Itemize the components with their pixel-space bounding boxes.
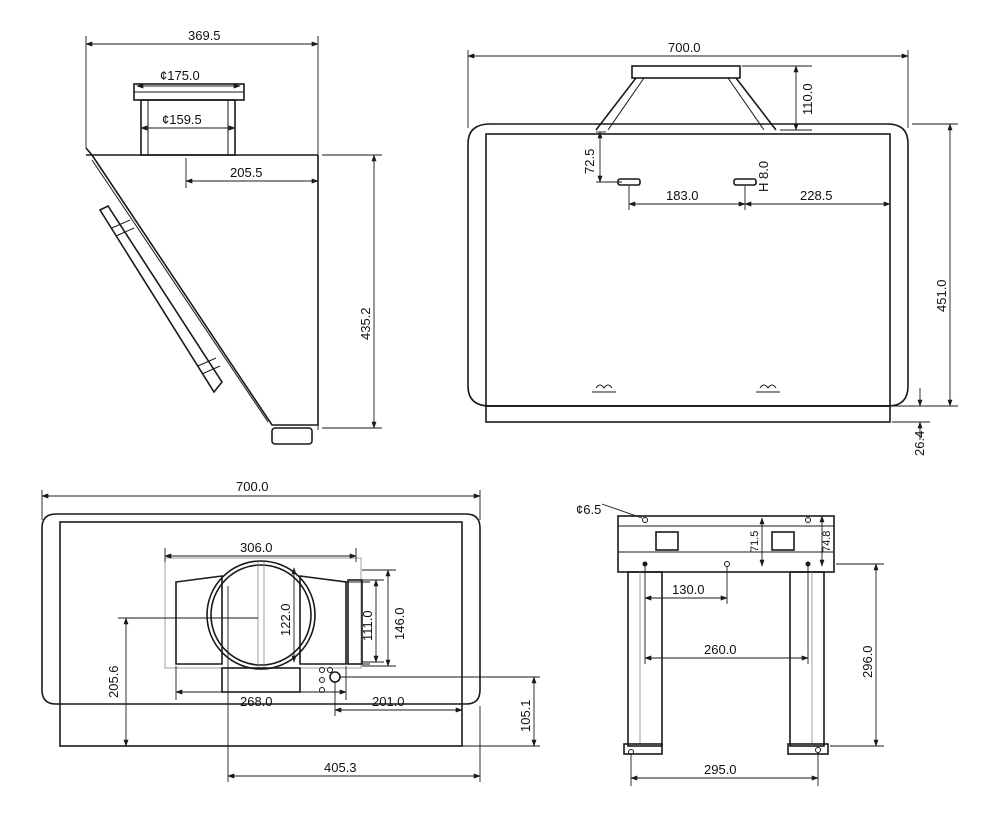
top-edge-offset-label: 205.6: [106, 665, 121, 698]
front-slot-spacing-label: 183.0: [666, 188, 699, 203]
side-duct-offset-label: 205.5: [230, 165, 263, 180]
bracket-base-width-label: 295.0: [704, 762, 737, 777]
front-slot-edge-label: 228.5: [800, 188, 833, 203]
side-width-label: 369.5: [188, 28, 221, 43]
side-height-label: 435.2: [358, 307, 373, 340]
top-control-depth-label: 105.1: [518, 699, 533, 732]
bracket-hole-pos-1-label: 71.5: [749, 531, 761, 552]
top-width-label: 700.0: [236, 479, 269, 494]
bracket-hole-spacing-label: 260.0: [704, 642, 737, 657]
front-view: 700.0 110.0 72.5 H 8.0 183.0 228.5: [467, 40, 958, 456]
front-width-label: 700.0: [668, 40, 701, 55]
top-outer-height-label: 111.0: [360, 610, 375, 641]
bracket-view: ¢6.5 71.5 74.8 130.0 260.0 296.0 295.0: [576, 502, 884, 786]
front-base-height-label: 26.4: [912, 431, 927, 456]
front-bracket-offset-label: 72.5: [582, 149, 597, 174]
bracket-hole-offset-label: 130.0: [672, 582, 705, 597]
top-control-offset-label: 201.0: [372, 694, 405, 709]
front-duct-height-label: 110.0: [800, 83, 815, 115]
bracket-height-label: 296.0: [860, 645, 875, 678]
top-frame-height-label: 146.0: [392, 607, 407, 640]
bracket-hole-pos-2-label: 74.8: [821, 531, 833, 552]
front-slot-height-label: H 8.0: [756, 161, 771, 192]
top-duct-span-label: 306.0: [240, 540, 273, 555]
bracket-hole-diameter-label: ¢6.5: [576, 502, 601, 517]
front-height-label: 451.0: [934, 279, 949, 312]
side-view: 369.5 ¢175.0 ¢159.5 205.5 435.2: [85, 28, 382, 445]
top-inner-height-label: 122.0: [278, 603, 293, 636]
top-center-offset-label: 405.3: [324, 760, 357, 775]
side-inner-diameter-label: ¢159.5: [162, 112, 202, 127]
top-outlet-width-label: 268.0: [240, 694, 273, 709]
top-view: 700.0 306.0 122.0 111.: [41, 479, 540, 782]
side-outer-diameter-label: ¢175.0: [160, 68, 200, 83]
